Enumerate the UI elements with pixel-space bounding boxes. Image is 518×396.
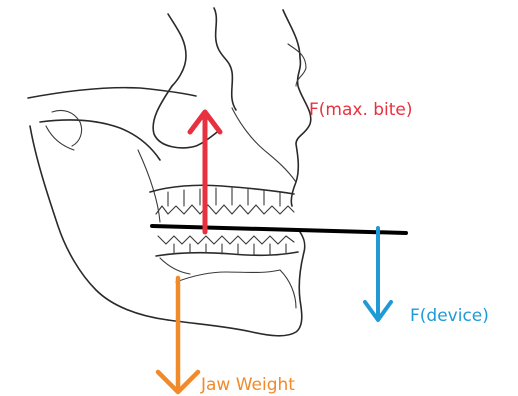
nasal-cavity-outline (214, 8, 236, 110)
ramus-posterior (30, 126, 168, 320)
device-force-label: F(device) (410, 306, 489, 326)
jaw-side-curve (160, 258, 190, 274)
max-bite-label: F(max. bite) (309, 100, 413, 120)
lower-teeth-gumline (156, 252, 298, 256)
upper-teeth-edges (156, 205, 294, 214)
mandible-lower-border (168, 232, 305, 336)
lower-teeth-edges (158, 236, 294, 244)
upper-teeth-dividers (168, 188, 280, 206)
zygomatic-arch-bottom (40, 120, 160, 160)
chin-contour (280, 270, 296, 308)
jaw-weight-label: Jaw Weight (200, 375, 295, 395)
maxilla-line (232, 108, 296, 182)
mandible-inner-line (176, 270, 280, 282)
condyle-outline (46, 126, 74, 150)
bite-lever-line (152, 226, 406, 233)
nose-profile (283, 10, 311, 206)
upper-teeth-gumline (150, 185, 294, 194)
skull-sketch (28, 8, 311, 336)
device-force-arrow (365, 228, 391, 320)
coronoid-line (138, 150, 160, 222)
nasal-bone-outline (168, 14, 186, 86)
jaw-weight-arrow (158, 278, 198, 392)
